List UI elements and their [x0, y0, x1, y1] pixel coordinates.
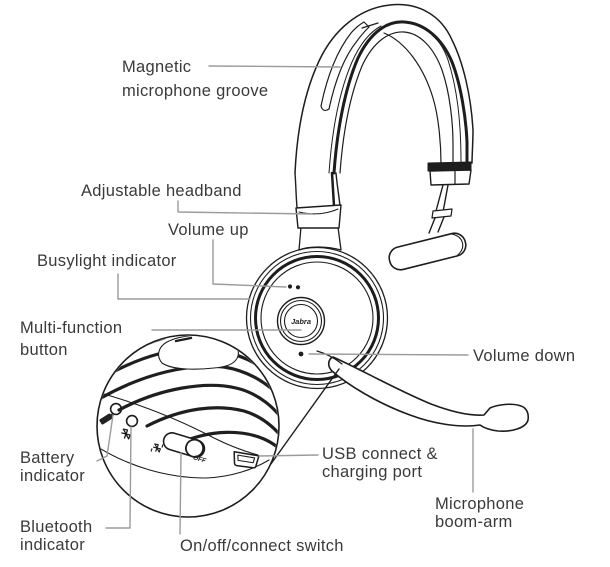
leader-bluetooth	[105, 426, 132, 529]
ear-cup: Jabra	[245, 246, 389, 390]
battery-led-hole	[109, 402, 123, 416]
leader-usb-port	[258, 454, 319, 457]
jabra-logo-text: Jabra	[291, 317, 311, 326]
label-battery-indicator: Battery indicator	[20, 449, 86, 485]
volume-down-dot	[298, 351, 304, 357]
leader-magnetic-groove	[208, 65, 341, 68]
volume-up-dots	[287, 284, 301, 290]
inset-pointer-line	[267, 368, 340, 469]
label-on-off-connect-switch: On/off/connect switch	[180, 537, 344, 555]
switch-off-label: OFF	[192, 454, 207, 465]
leader-on-off-switch	[179, 452, 182, 535]
microphone-boom-arm	[316, 350, 530, 432]
usb-port	[233, 450, 260, 469]
label-bluetooth-indicator: Bluetooth indicator	[20, 518, 93, 554]
label-usb-connect-charging-port: USB connect & charging port	[322, 445, 438, 481]
leader-battery	[96, 414, 114, 462]
on-off-switch	[162, 432, 206, 458]
cup-yoke	[298, 226, 342, 251]
leader-busylight	[117, 273, 251, 300]
label-volume-up: Volume up	[168, 221, 249, 239]
leader-volume-down	[308, 353, 469, 356]
label-multi-function-button: Multi-function button	[20, 319, 123, 359]
leader-volume-up	[212, 239, 287, 288]
headband-fork	[383, 32, 442, 165]
leader-adjustable-headband	[177, 200, 313, 215]
magnetic-groove	[320, 21, 379, 112]
label-microphone-boom-arm: Microphone boom-arm	[435, 495, 525, 531]
label-volume-down: Volume down	[473, 347, 576, 365]
label-busylight-indicator: Busylight indicator	[37, 252, 177, 270]
leader-lines	[96, 65, 474, 535]
bluetooth-led-hole	[125, 414, 139, 428]
label-magnetic-microphone-groove: Magnetic microphone groove	[122, 58, 269, 100]
t-bar	[388, 232, 467, 271]
headband	[294, 3, 474, 229]
jabra-button: Jabra	[276, 296, 326, 346]
inset-detail-circle: OFF	[96, 334, 280, 518]
boom-hinge-detail	[158, 336, 239, 370]
adjustable-joint	[295, 204, 342, 229]
bluetooth-indicator-icon	[121, 428, 131, 440]
label-adjustable-headband: Adjustable headband	[81, 182, 242, 200]
headband-end-slider	[388, 161, 472, 271]
bluetooth-connect-icon	[150, 443, 164, 453]
